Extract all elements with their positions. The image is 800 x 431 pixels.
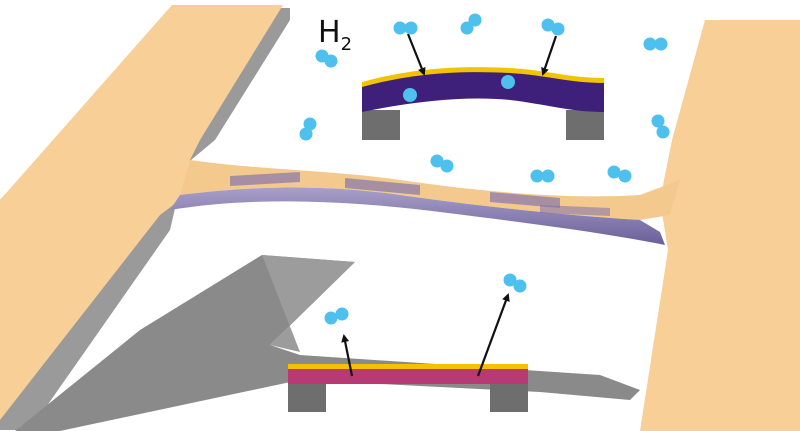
desorbed-beam-inset bbox=[288, 364, 528, 412]
h2-subscript: 2 bbox=[341, 34, 352, 55]
left-electrode bbox=[0, 5, 290, 430]
h2-molecule bbox=[651, 114, 670, 139]
right-support-bottom bbox=[490, 382, 528, 412]
absorption-arrows bbox=[406, 33, 558, 76]
h2-molecule bbox=[315, 49, 338, 68]
absorbed-h-atom bbox=[403, 88, 417, 102]
h2-molecule bbox=[541, 18, 565, 36]
h2-label: H2 bbox=[318, 15, 352, 55]
desorbed-layer bbox=[288, 368, 528, 384]
right-support-top bbox=[566, 110, 604, 140]
h2-molecule bbox=[607, 165, 632, 183]
h2-molecule bbox=[324, 307, 349, 325]
arrow-up-right bbox=[476, 293, 510, 377]
arrow-down-left bbox=[406, 33, 426, 76]
h2-molecule bbox=[393, 21, 418, 35]
arrow-down-right bbox=[541, 35, 558, 76]
absorbing-layer bbox=[362, 71, 604, 112]
absorbing-beam-inset bbox=[362, 67, 604, 140]
left-support-bottom bbox=[288, 382, 326, 412]
right-electrode bbox=[640, 20, 800, 431]
arrow-up-left bbox=[341, 334, 354, 377]
left-support-top bbox=[362, 110, 400, 140]
absorbed-h-atom bbox=[501, 75, 515, 89]
h2-molecule bbox=[643, 37, 668, 51]
h2-molecule bbox=[299, 117, 317, 141]
h2-molecule bbox=[430, 154, 454, 173]
h2-molecule bbox=[460, 13, 482, 35]
h2-molecule bbox=[503, 273, 527, 293]
hydrogen-molecules bbox=[299, 13, 670, 325]
bridge-strip bbox=[170, 160, 680, 245]
h2-molecule bbox=[530, 169, 555, 183]
desorption-arrows bbox=[341, 293, 510, 377]
lower-substrate-strip bbox=[15, 255, 640, 431]
catalyst-layer-bottom bbox=[288, 364, 528, 369]
